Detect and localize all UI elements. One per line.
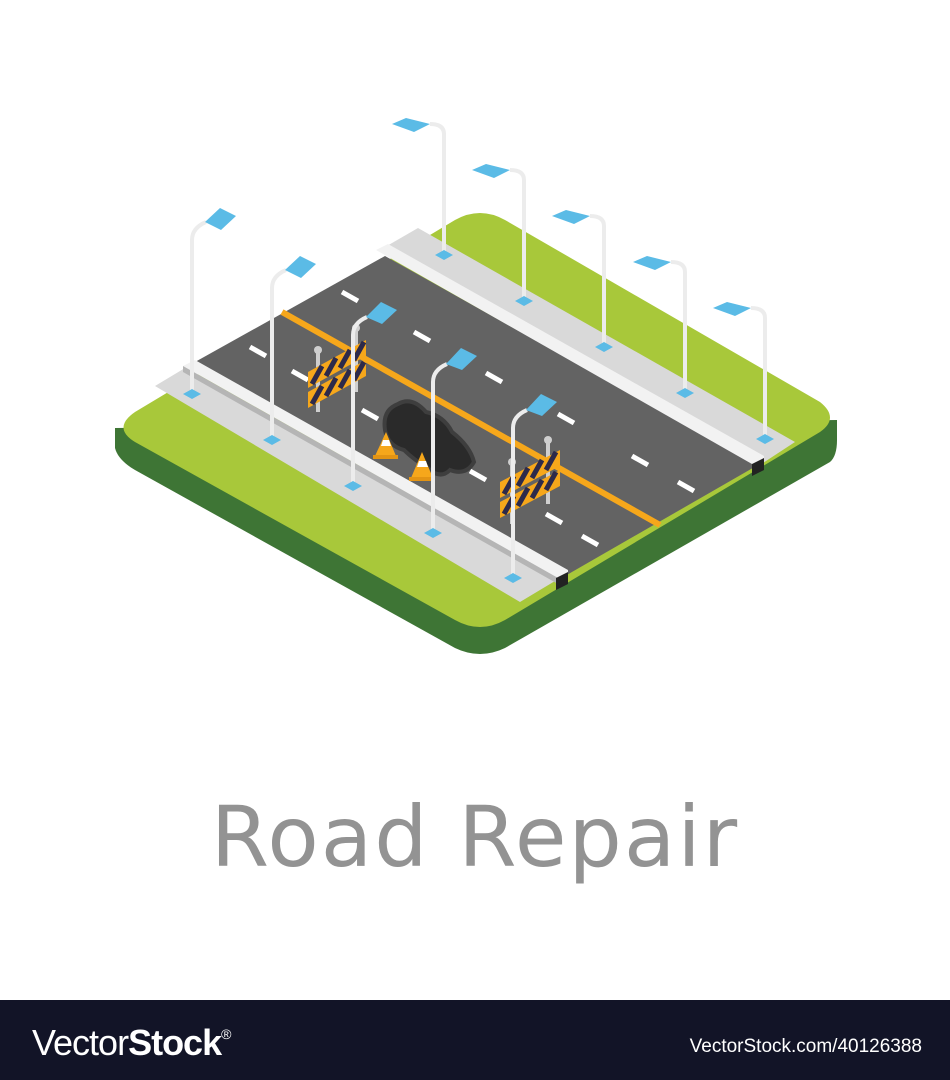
curb-upper	[376, 244, 764, 470]
brand-bold: Stock	[128, 1022, 222, 1063]
vectorstock-logo[interactable]: VectorStock®	[32, 1022, 231, 1064]
brand-light: Vector	[32, 1022, 129, 1063]
curb-lower-shadow	[183, 366, 558, 584]
road-surface	[195, 256, 758, 576]
curb-lower-end	[556, 572, 568, 590]
curb-upper-end	[752, 458, 764, 476]
street-lamps-upper	[392, 118, 774, 444]
lamp-upper-1	[392, 118, 453, 260]
pothole	[382, 399, 477, 477]
street-lamps-lower	[183, 208, 557, 583]
curb-lower	[183, 360, 568, 584]
traffic-cone-2	[409, 452, 435, 481]
lamp-lower-2	[263, 256, 316, 445]
lamp-lower-4	[424, 348, 477, 538]
lane-dashes-upper	[340, 289, 696, 494]
sidewalk-upper	[380, 228, 795, 465]
footer-bar: VectorStock® VectorStock.com/40126388	[0, 1000, 950, 1080]
lane-dashes-lower	[248, 344, 600, 548]
lamp-lower-1	[183, 208, 236, 399]
lamp-lower-3	[344, 302, 397, 491]
caption-title: Road Repair	[210, 788, 740, 886]
lamp-lower-5	[504, 394, 557, 583]
lamp-upper-2	[472, 164, 533, 306]
road-repair-illustration	[115, 118, 837, 654]
lamp-upper-4	[633, 256, 694, 398]
traffic-cone-1	[373, 432, 398, 459]
registered-mark: ®	[221, 1026, 231, 1042]
lamp-upper-3	[552, 210, 613, 352]
image-reference-link[interactable]: VectorStock.com/40126388	[689, 1036, 922, 1057]
center-line	[280, 309, 662, 528]
lamp-upper-5	[713, 302, 774, 444]
